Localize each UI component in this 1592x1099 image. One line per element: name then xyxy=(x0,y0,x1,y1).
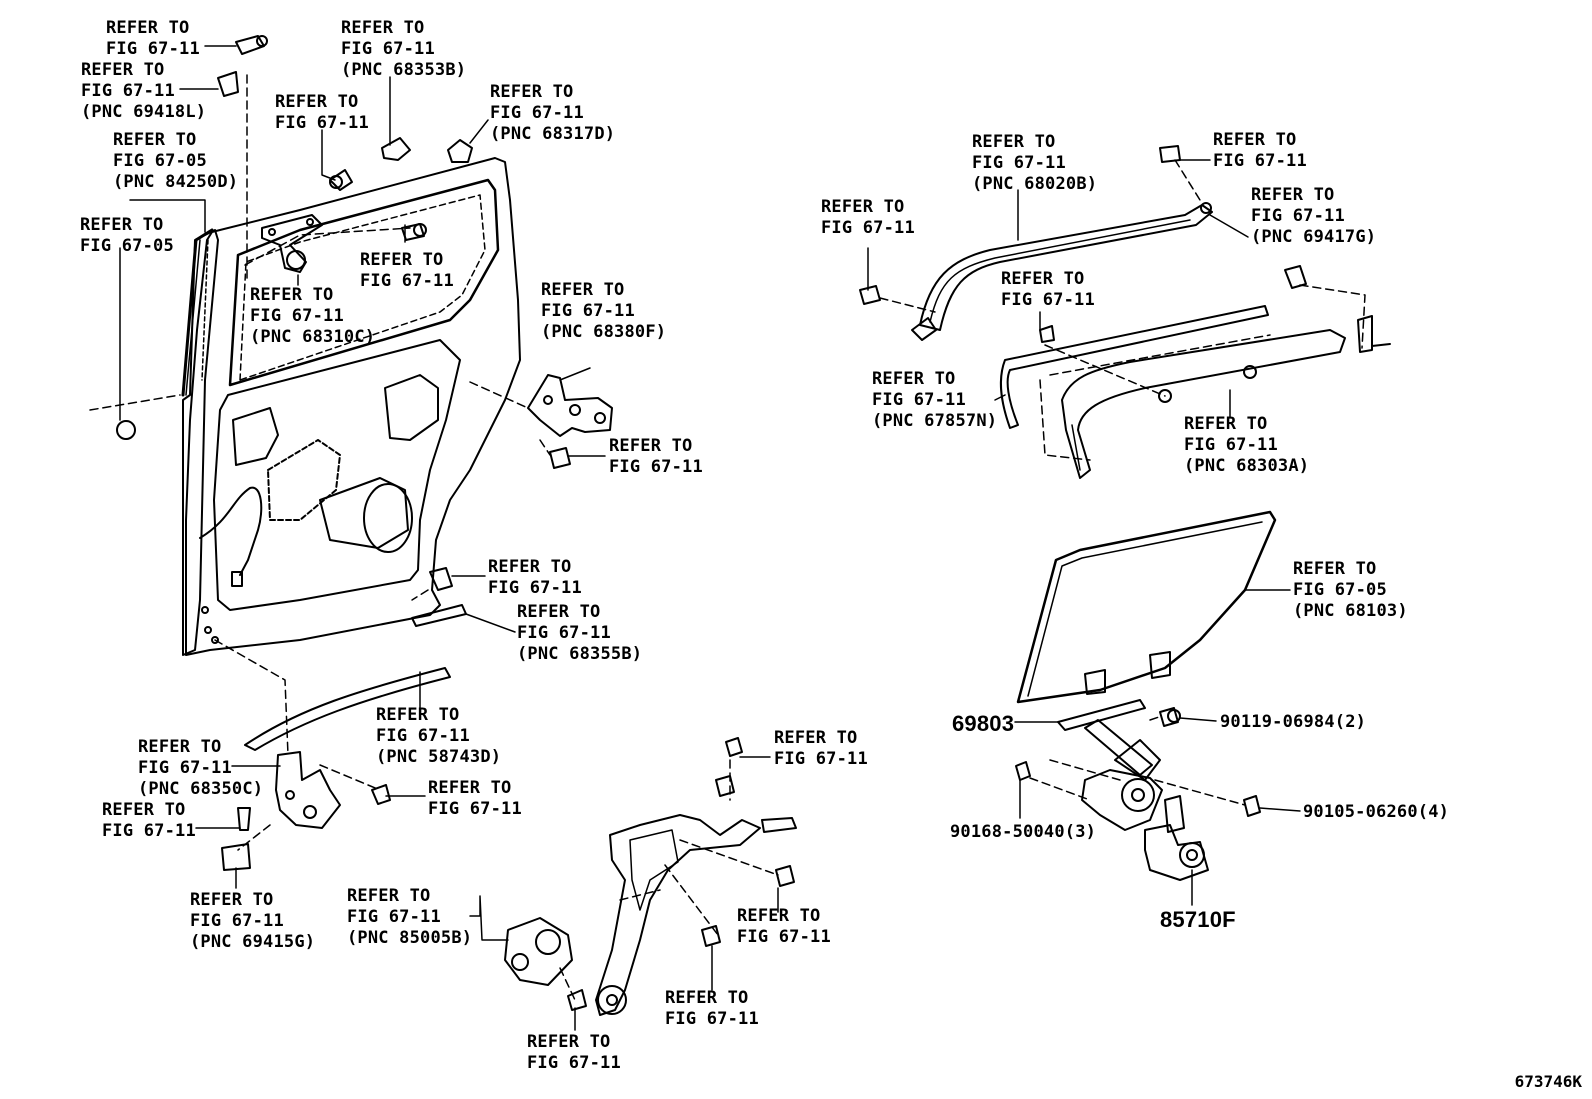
dashed-guides-right-top xyxy=(879,159,1366,461)
part-number-69803: 69803 xyxy=(952,711,1015,736)
window-regulator-right xyxy=(1015,699,1261,881)
bracket-clip xyxy=(1357,315,1391,353)
window-run-channel xyxy=(181,228,214,397)
dashed-guides-left xyxy=(89,74,551,851)
drawing-id: 673746K xyxy=(1514,1072,1582,1091)
part-number-85710f: 85710F xyxy=(1160,907,1236,932)
leader-lines xyxy=(119,45,1301,1031)
part-number-90119: 90119-06984(2) xyxy=(1220,712,1367,732)
upper-hinge xyxy=(261,214,323,273)
belt-moulding xyxy=(244,667,451,751)
window-regulator-left xyxy=(504,737,797,1016)
door-panel xyxy=(182,157,521,656)
lower-hinge xyxy=(221,751,391,871)
dashed-guides-regulator xyxy=(559,759,779,1001)
part-number-90168: 90168-50040(3) xyxy=(950,822,1097,842)
dashed-guides-right-bottom xyxy=(1029,715,1246,806)
part-number-90105: 90105-06260(4) xyxy=(1303,802,1450,822)
upper-glass-run xyxy=(859,202,1213,341)
door-glass xyxy=(1016,510,1277,704)
